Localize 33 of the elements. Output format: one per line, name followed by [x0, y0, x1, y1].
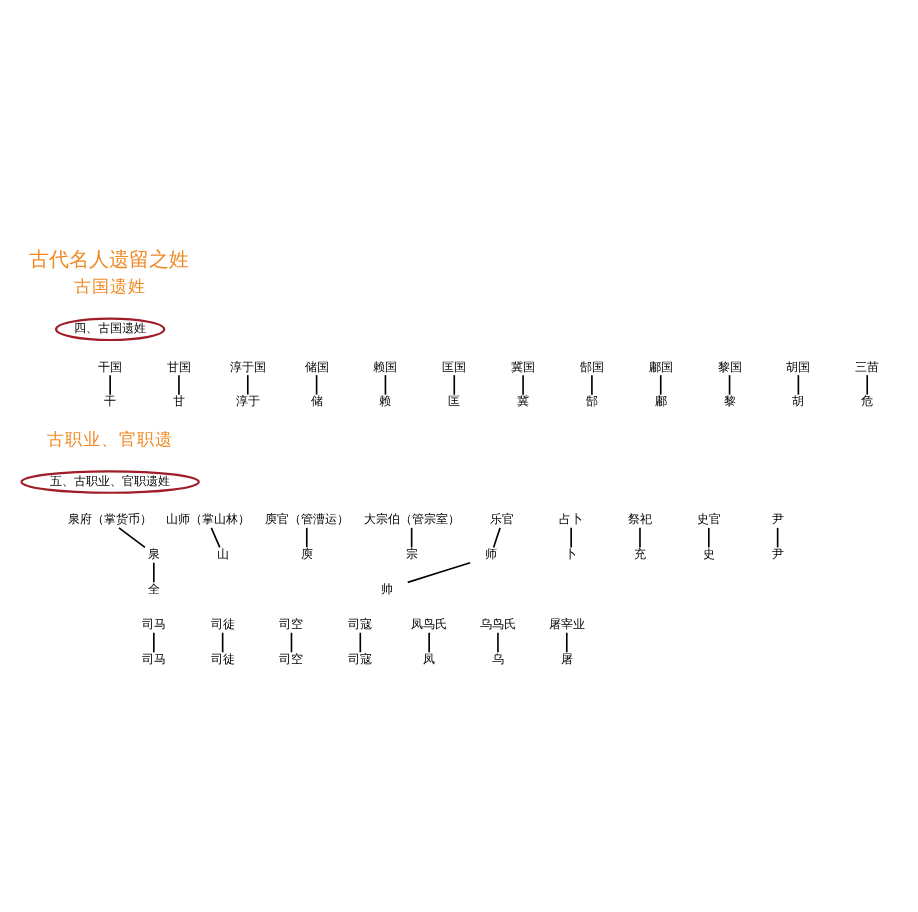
connector: [591, 373, 593, 395]
connector: [305, 526, 308, 548]
connector: [406, 561, 471, 583]
connector: [153, 561, 155, 583]
connector: [109, 373, 111, 395]
connector: [384, 373, 387, 395]
label: 古职业、官职遗: [47, 429, 174, 450]
connector: [659, 373, 662, 395]
connector: [708, 526, 710, 548]
connector: [210, 526, 221, 548]
connector: [246, 373, 249, 395]
connector: [776, 526, 779, 548]
connector: [570, 526, 572, 548]
connector: [221, 630, 224, 653]
connector: [118, 526, 146, 548]
connector: [565, 630, 568, 653]
diagram-title: 古代名人遗留之姓: [29, 249, 190, 272]
connector: [178, 373, 180, 395]
connector: [797, 373, 800, 395]
connector: [492, 526, 501, 548]
connector: [315, 373, 318, 395]
connector: [359, 630, 362, 653]
connector: [290, 630, 293, 653]
label: 古国遗姓: [74, 277, 147, 298]
connector: [153, 630, 155, 653]
connector: [428, 630, 430, 653]
connector: [866, 373, 869, 395]
connector: [639, 526, 641, 548]
connector: [410, 526, 413, 548]
connector: [728, 373, 731, 395]
connector: [497, 630, 499, 653]
connector: [453, 373, 456, 395]
connector: [522, 373, 524, 395]
